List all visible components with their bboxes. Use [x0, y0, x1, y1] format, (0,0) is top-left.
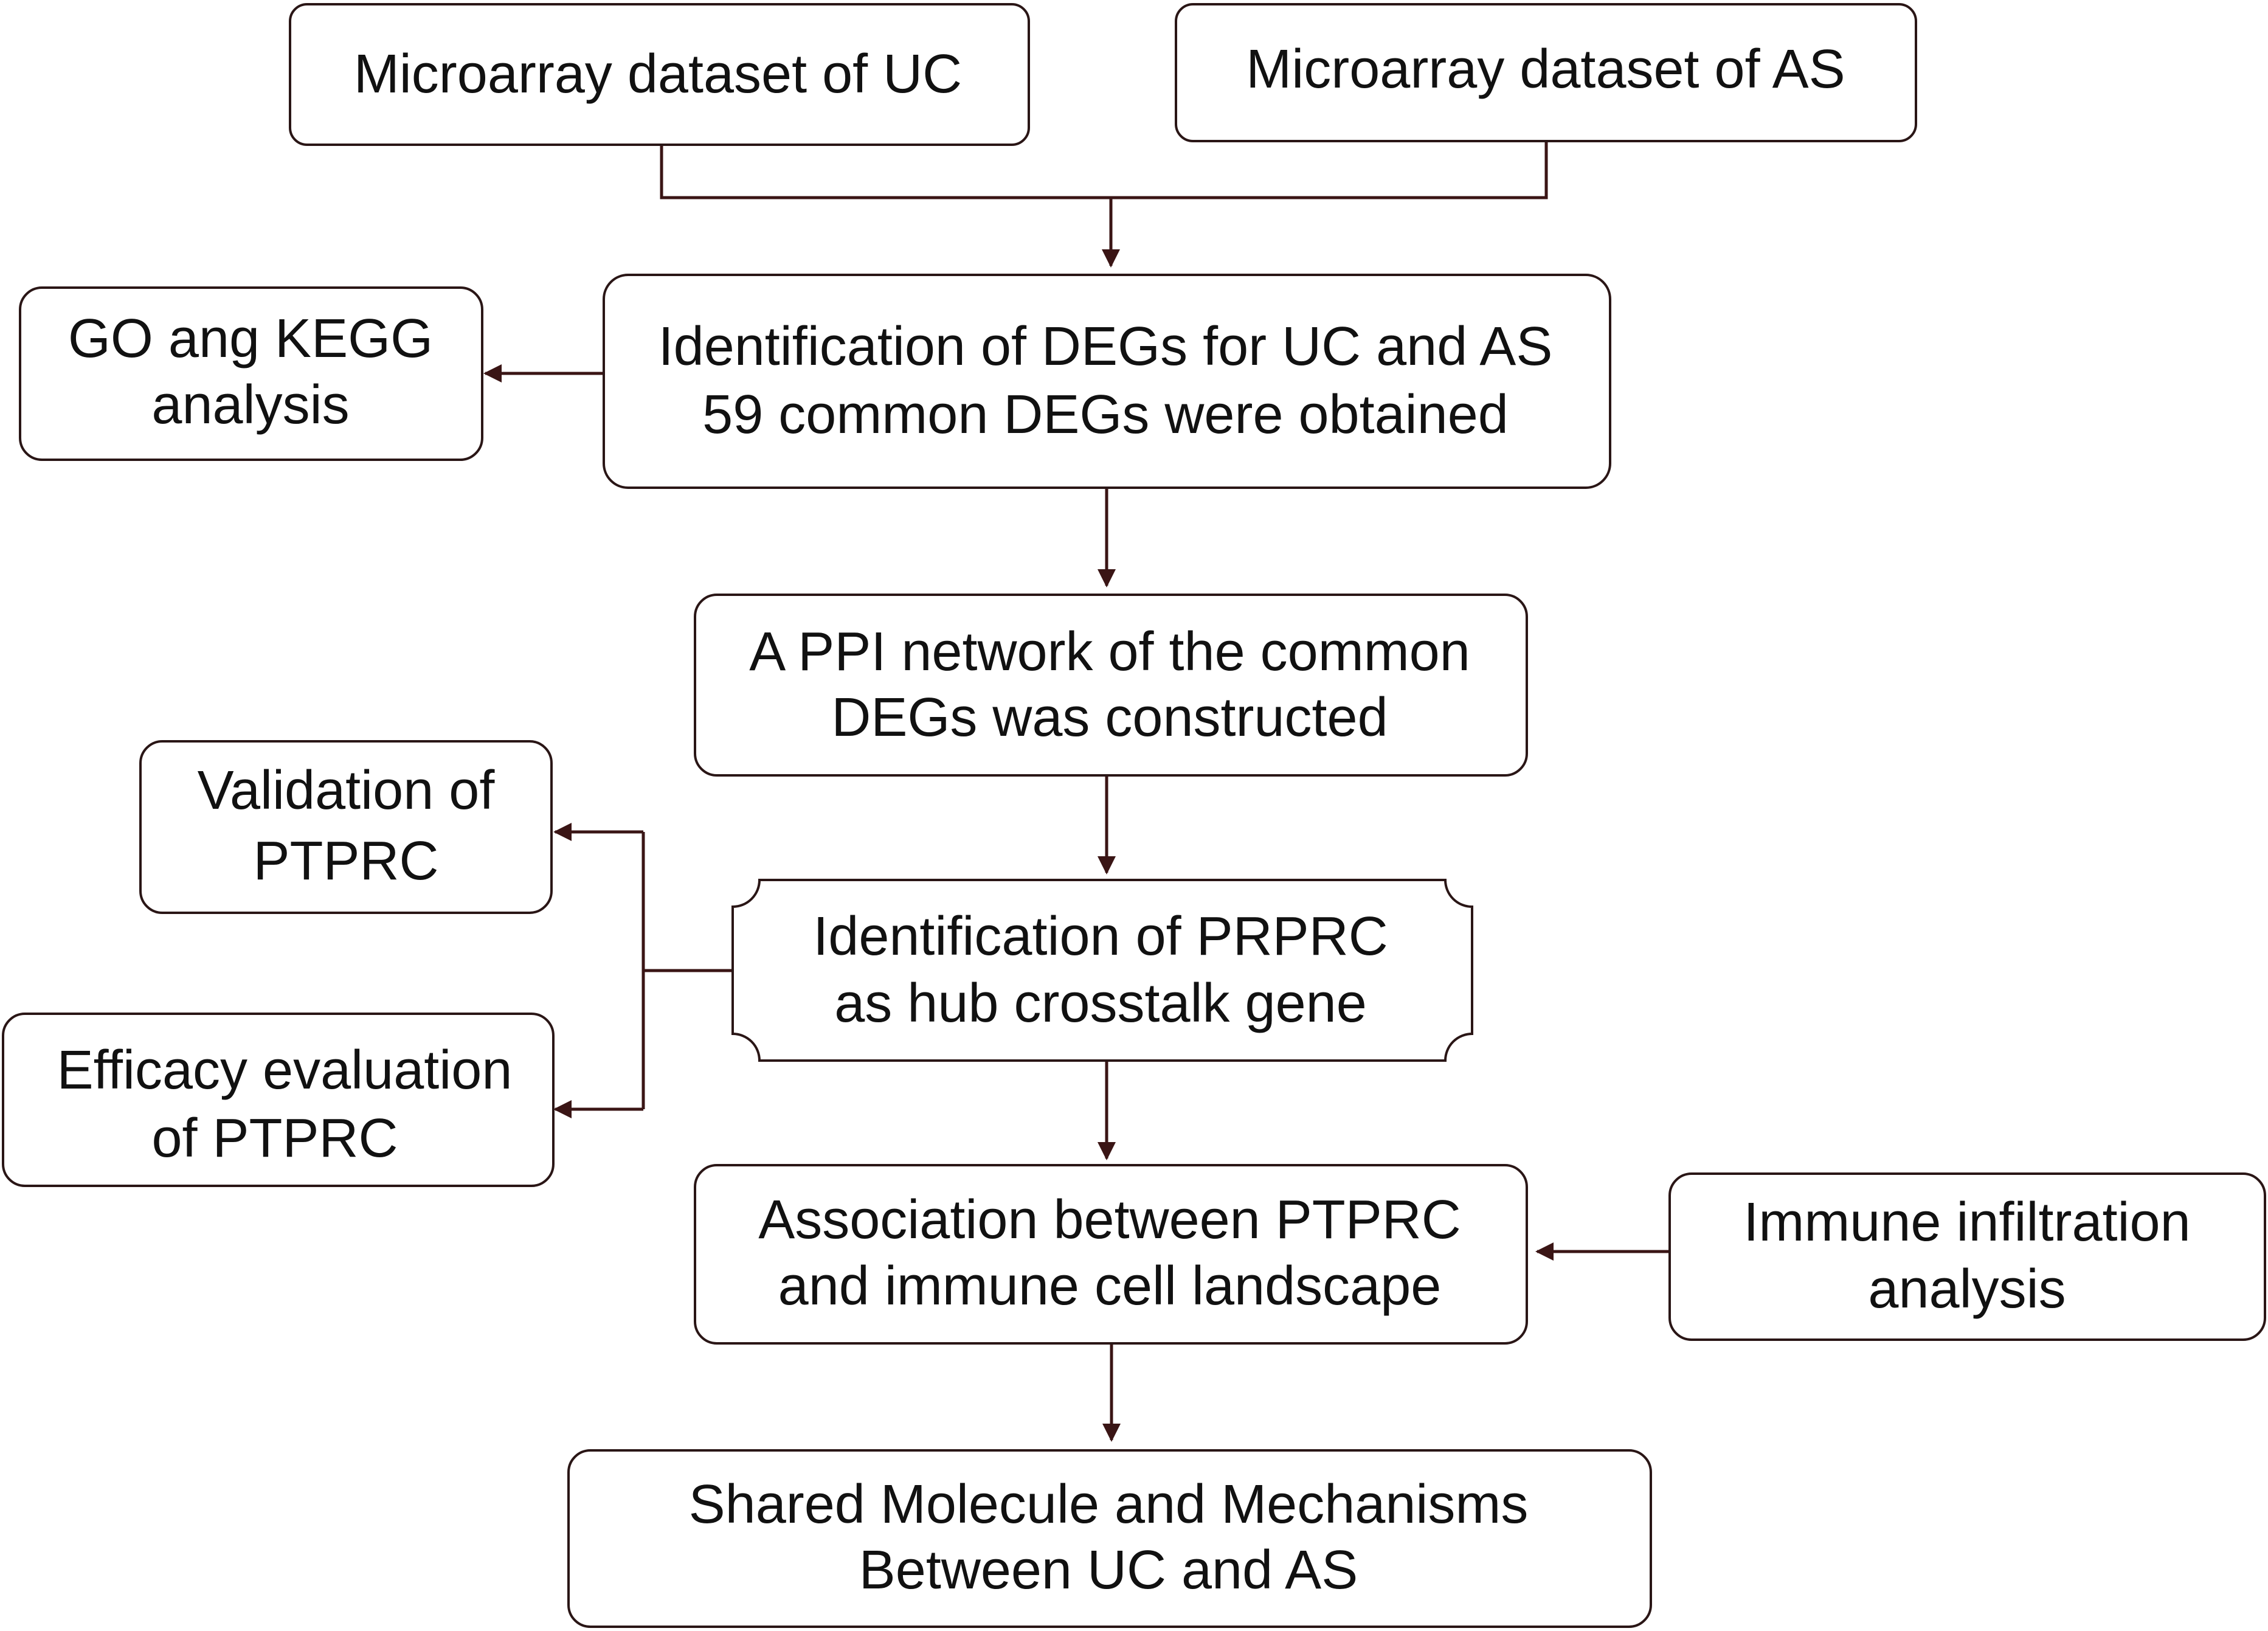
label-hub-line2: as hub crosstalk gene	[834, 973, 1367, 1034]
box-go-kegg	[19, 286, 483, 461]
box-uc-dataset	[289, 3, 1030, 146]
label-hub-line1: Identification of PRPRC	[813, 906, 1388, 967]
label-as-dataset: Microarray dataset of AS	[1246, 39, 1845, 100]
label-validation-line2: PTPRC	[253, 831, 438, 892]
labels: Microarray dataset of UC Microarray data…	[57, 39, 2191, 1601]
nodes	[2, 3, 2266, 1628]
box-ppi-network	[694, 594, 1528, 777]
label-association-line2: and immune cell landscape	[778, 1256, 1442, 1317]
label-deg-line1: Identification of DEGs for UC and AS	[659, 316, 1553, 377]
label-uc-dataset: Microarray dataset of UC	[354, 44, 962, 105]
label-efficacy-line2: of PTPRC	[151, 1108, 398, 1169]
label-efficacy-line1: Efficacy evaluation	[57, 1040, 513, 1101]
label-immune-line1: Immune infiltration	[1743, 1192, 2190, 1253]
box-shared-mechanisms	[567, 1449, 1652, 1628]
connector-as-to-merge	[1111, 141, 1548, 199]
box-deg-identification	[603, 274, 1611, 489]
box-efficacy	[2, 1013, 555, 1187]
label-shared-line1: Shared Molecule and Mechanisms	[689, 1474, 1529, 1535]
connector-uc-to-merge	[660, 145, 1111, 199]
label-go-kegg-line2: analysis	[151, 375, 349, 435]
box-hub-gene	[731, 879, 1473, 1062]
label-ppi-line2: DEGs was constructed	[831, 687, 1388, 748]
label-go-kegg-line1: GO ang KEGG	[68, 308, 433, 369]
box-association	[694, 1164, 1528, 1345]
connectors	[483, 141, 1670, 1442]
label-shared-line2: Between UC and AS	[859, 1540, 1358, 1601]
box-immune-infiltration	[1668, 1172, 2266, 1341]
box-validation	[139, 740, 553, 914]
label-validation-line1: Validation of	[198, 760, 496, 821]
label-deg-line2: 59 common DEGs were obtained	[702, 384, 1509, 445]
label-association-line1: Association between PTPRC	[758, 1189, 1461, 1250]
label-immune-line2: analysis	[1868, 1259, 2066, 1320]
label-ppi-line1: A PPI network of the common	[749, 622, 1470, 682]
box-as-dataset	[1175, 3, 1917, 142]
